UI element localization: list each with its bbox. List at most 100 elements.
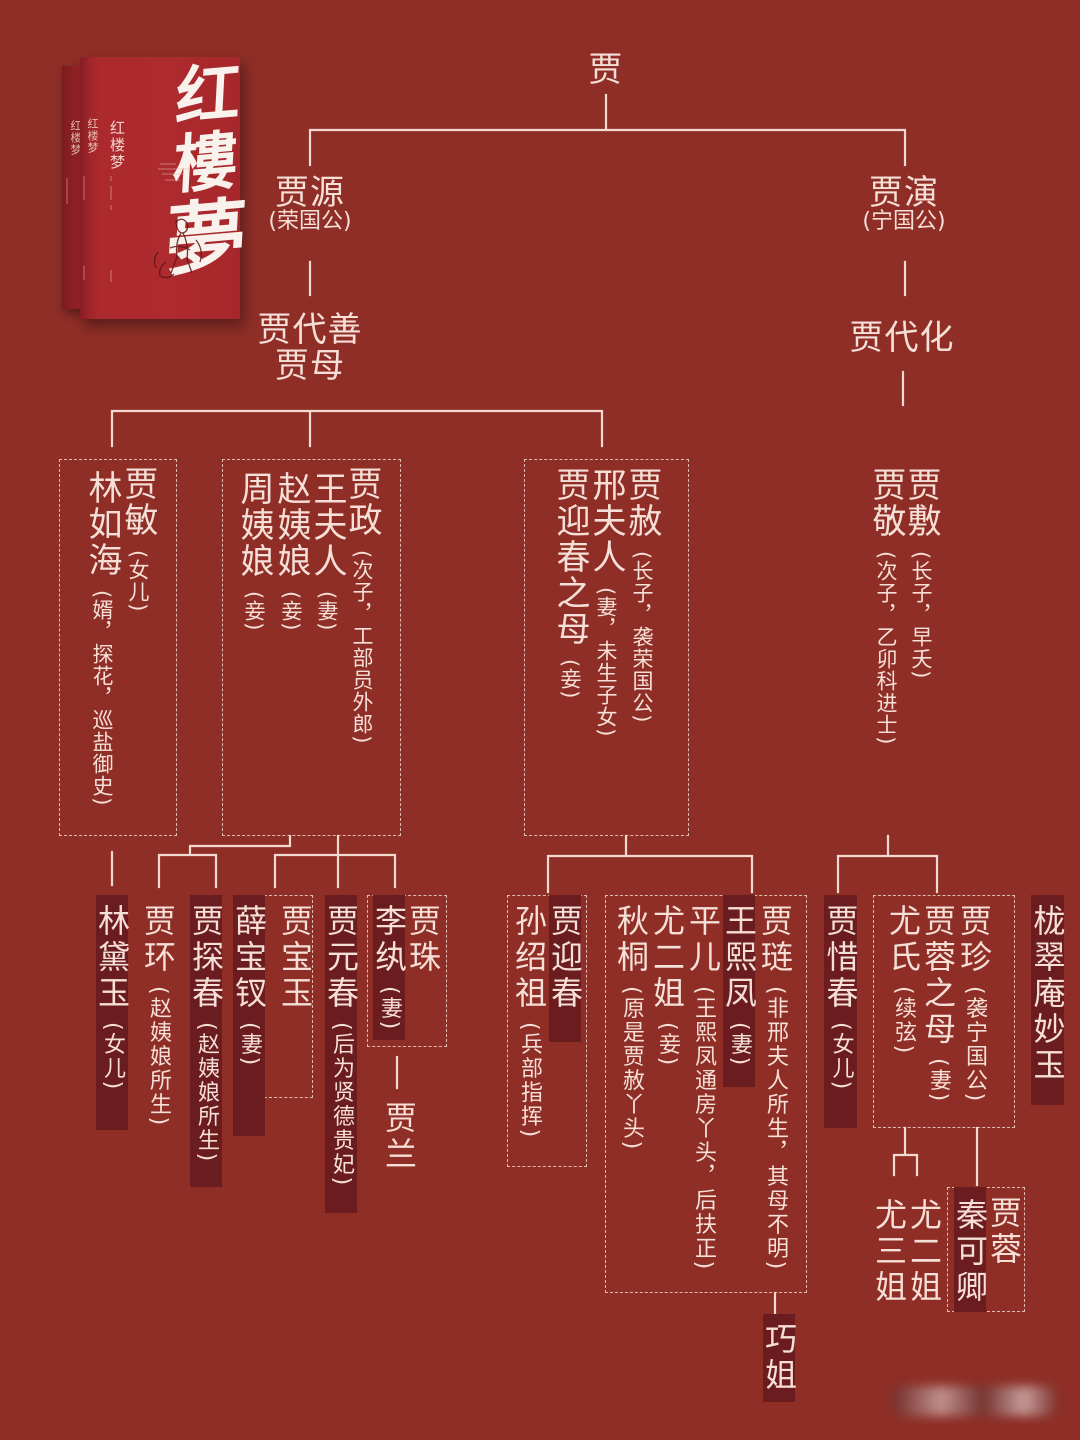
rongguo-heir-name: 贾代善 <box>257 310 363 350</box>
person-you-shi: 尤氏 (续弦) <box>884 895 922 1056</box>
person-note: (王熙凤通房丫头，后扶正) <box>691 986 716 1272</box>
person-jia-zhu: 贾珠 <box>404 895 442 976</box>
book-back-spine-title: 红楼梦 <box>69 120 82 156</box>
person-name: 尤氏 <box>884 904 922 976</box>
family-box-jia-lian <box>605 895 807 1293</box>
person-note: (女儿) <box>828 1022 854 1092</box>
person-note: (兵部指挥) <box>517 1022 542 1140</box>
person-name: 贾蓉之母 <box>919 904 957 1048</box>
person-note: (妻) <box>315 591 339 632</box>
person-qin-keqing: 秦可卿 <box>951 1187 989 1312</box>
person-lin-ruhai: 林如海 (婿，探花，巡盐御史) <box>82 470 122 806</box>
person-name: 巧姐 <box>760 1322 798 1394</box>
person-you-sanjie: 尤三姐 <box>870 1189 908 1306</box>
person-name: 尤二姐 <box>648 904 686 1012</box>
person-name: 尤三姐 <box>870 1198 908 1306</box>
person-note: (女儿) <box>100 1022 125 1092</box>
person-jia-she: 贾赦 (长子，袭荣国公) <box>622 467 662 724</box>
person-name: 薛宝钗 <box>230 904 268 1012</box>
calligraphy-char: 夢 <box>163 187 249 289</box>
blurred-watermark <box>892 1386 1057 1416</box>
person-note: (次子，工部员外郎) <box>350 550 374 745</box>
person-note: (女儿) <box>126 550 150 613</box>
person-name: 贾蓉 <box>985 1196 1023 1268</box>
couple-box-jia-rong <box>947 1187 1025 1312</box>
person-note: (妾) <box>655 1022 680 1068</box>
person-note: (续弦) <box>891 986 916 1056</box>
rongguo-founder-title: (荣国公) <box>268 209 352 234</box>
person-jia-tanchun: 贾探春 (赵姨娘所生) <box>187 895 225 1187</box>
calligraphy-char: 樓 <box>170 123 240 204</box>
person-jia-yuanchun: 贾元春 (后为贤德贵妃) <box>322 895 360 1213</box>
person-name: 李纨 <box>370 904 408 976</box>
person-yingchun-mother: 贾迎春之母 (妾) <box>550 467 590 700</box>
connector-wang-children <box>273 834 397 889</box>
person-lin-daiyu: 林黛玉 (女儿) <box>93 895 131 1130</box>
person-name: 周姨娘 <box>234 471 274 579</box>
person-note: (妻，未生子女) <box>594 587 618 738</box>
person-name: 邢夫人 <box>586 467 626 575</box>
ningguo-heir-name: 贾代化 <box>849 318 955 358</box>
ningguo-founder-name: 贾演 <box>869 173 939 213</box>
person-note: (妻) <box>377 986 402 1032</box>
calligraphy-char: 红 <box>173 55 243 136</box>
person-note: (妾) <box>242 591 266 632</box>
person-note: (赵姨娘所生) <box>194 1022 219 1164</box>
person-note: (长子，早夭) <box>909 551 933 680</box>
person-name: 贾兰 <box>380 1101 418 1173</box>
connector-jing-children <box>836 834 939 894</box>
person-name: 贾元春 <box>322 904 360 1012</box>
person-jia-fu: 贾敷 (长子，早夭) <box>901 467 941 680</box>
person-jia-rong-mother: 贾蓉之母 (妻) <box>919 895 957 1104</box>
book-front-spine-title: 红楼梦 <box>86 118 99 154</box>
person-name: 贾珍 <box>955 904 993 976</box>
person-sun-shaozu: 孙绍祖 (兵部指挥) <box>510 895 548 1140</box>
connector-gen1-bar <box>308 128 907 167</box>
person-name: 林如海 <box>82 470 122 578</box>
person-li-wan: 李纨 (妻) <box>370 895 408 1040</box>
person-jia-min: 贾敏 (女儿) <box>118 466 158 613</box>
person-note: (长子，袭荣国公) <box>630 551 654 724</box>
rongguo-founder-name: 贾源 <box>275 173 345 213</box>
person-name: 贾敬 <box>866 467 906 539</box>
person-name: 贾敷 <box>901 467 941 539</box>
person-xing-furen: 邢夫人 (妻，未生子女) <box>586 467 626 738</box>
person-miao-yu: 栊翠庵妙玉 <box>1029 895 1067 1105</box>
person-name: 林黛玉 <box>93 904 131 1012</box>
person-name: 贾惜春 <box>821 904 860 1012</box>
book-cover-title: 红楼梦 <box>108 120 126 171</box>
person-name: 尤二姐 <box>905 1198 943 1306</box>
person-qiao-jie: 巧姐 <box>760 1314 798 1402</box>
couple-box-yingchun <box>507 895 587 1167</box>
ningguo-founder-title: (宁国公) <box>862 209 946 234</box>
person-jia-jing: 贾敬 (次子，乙卯科进士) <box>866 467 906 745</box>
person-jia-huan: 贾环 (赵姨娘所生) <box>139 895 177 1127</box>
person-note: (妾) <box>279 591 303 632</box>
person-name: 贾迎春之母 <box>550 467 590 647</box>
person-note: (后为贤德贵妃) <box>329 1022 354 1188</box>
person-you-erjie-ning: 尤二姐 <box>905 1189 943 1306</box>
family-box-jia-min <box>59 459 177 836</box>
person-note: (妻) <box>926 1058 951 1104</box>
person-name: 贾宝玉 <box>276 904 314 1012</box>
person-wang-furen: 王夫人 (妻) <box>307 471 347 632</box>
family-box-jia-zheng <box>222 459 401 836</box>
person-note: (原是贾赦丫头) <box>619 986 644 1152</box>
connector-she-children <box>546 834 754 894</box>
person-name: 赵姨娘 <box>271 471 311 579</box>
person-note: (妻) <box>727 1022 752 1068</box>
person-qiu-tong: 秋桐 (原是贾赦丫头) <box>612 895 650 1152</box>
root-surname: 贾 <box>588 50 624 90</box>
person-note: (非邢夫人所生，其母不明) <box>763 986 788 1272</box>
person-note: (妻) <box>237 1022 262 1068</box>
person-jia-zhen: 贾珍 (袭宁国公) <box>955 895 993 1103</box>
person-xue-baochai: 薛宝钗 (妻) <box>230 895 268 1136</box>
person-name: 贾迎春 <box>546 904 584 1012</box>
person-name: 贾环 <box>139 904 177 976</box>
person-you-erjie: 尤二姐 (妾) <box>648 895 686 1068</box>
person-note: (妾) <box>558 659 582 700</box>
person-name: 贾敏 <box>118 466 158 538</box>
person-name: 贾珠 <box>404 904 442 976</box>
person-zhou-yiniang: 周姨娘 (妾) <box>234 471 274 632</box>
person-name: 王夫人 <box>307 471 347 579</box>
